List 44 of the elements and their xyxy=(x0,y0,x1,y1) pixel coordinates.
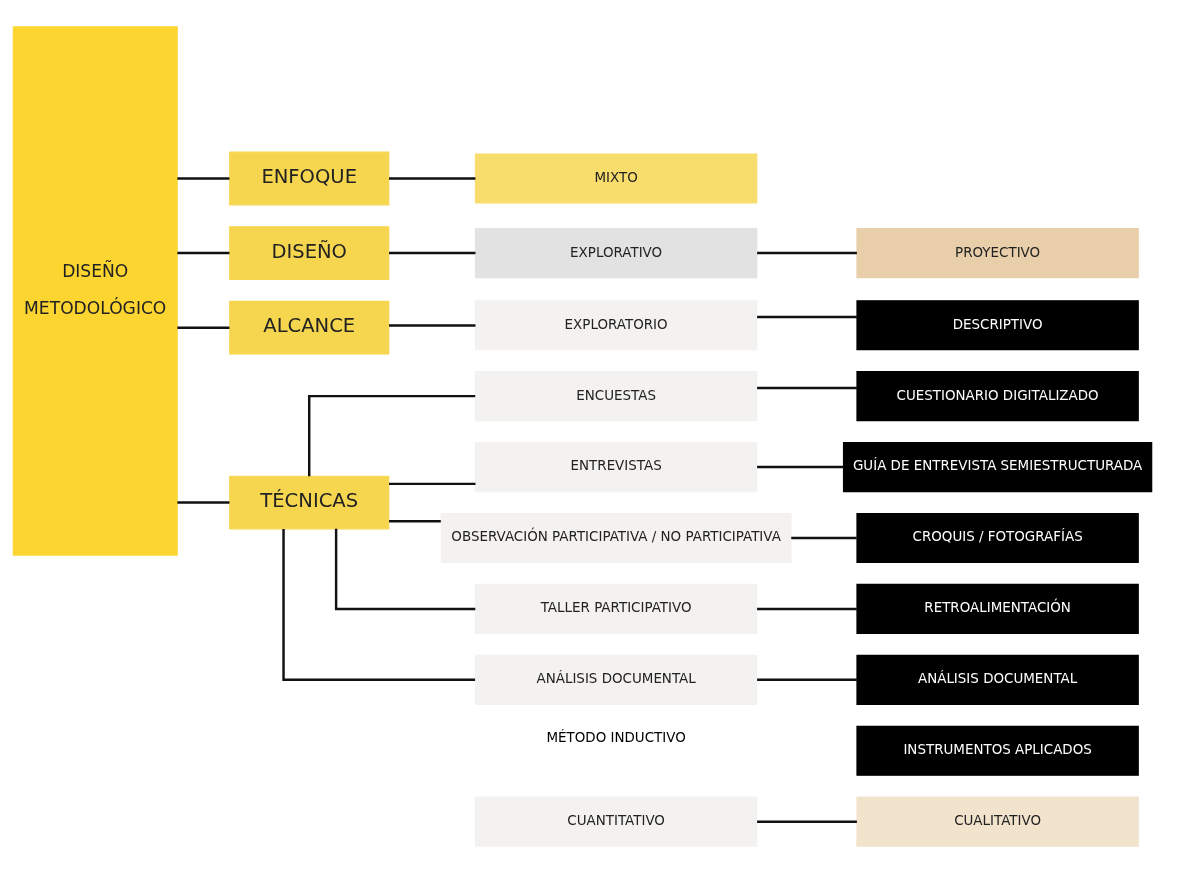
connector xyxy=(791,536,857,540)
connector xyxy=(177,501,230,504)
connector xyxy=(177,326,230,329)
connector xyxy=(757,251,857,255)
node-box: CUALITATIVO xyxy=(856,796,1139,847)
node-box: ENCUESTAS xyxy=(474,371,758,422)
connector xyxy=(389,177,476,180)
node-box: ENTREVISTAS xyxy=(474,442,758,493)
connector xyxy=(757,315,857,319)
connector xyxy=(757,820,857,823)
node-box: INSTRUMENTOS APLICADOS xyxy=(856,725,1139,776)
node-box: DISEÑO METODOLÓGICO xyxy=(12,26,178,556)
connector xyxy=(389,482,476,486)
label: MÉTODO INDUCTIVO xyxy=(546,729,686,745)
connector xyxy=(177,251,230,255)
node-box: DESCRIPTIVO xyxy=(856,300,1139,351)
node-box: ANÁLISIS DOCUMENTAL xyxy=(856,654,1139,705)
node-box: CROQUIS / FOTOGRAFÍAS xyxy=(856,512,1139,564)
connector xyxy=(389,251,476,255)
node-box: PROYECTIVO xyxy=(856,228,1139,279)
node-box: EXPLORATIVO xyxy=(474,228,758,279)
node-box: ENFOQUE xyxy=(229,151,390,206)
connector xyxy=(757,386,857,390)
node-box: OBSERVACIÓN PARTICIPATIVA / NO PARTICIPATIVA xyxy=(440,512,792,564)
node-box: ANÁLISIS DOCUMENTAL xyxy=(474,654,758,705)
node-box: MIXTO xyxy=(474,153,758,204)
node-box: EXPLORATORIO xyxy=(474,300,758,351)
connector xyxy=(177,177,230,180)
connector xyxy=(389,324,476,327)
node-box: GUÍA DE ENTREVISTA SEMIESTRUCTURADA xyxy=(842,442,1153,493)
connector xyxy=(282,529,476,682)
node-box: CUESTIONARIO DIGITALIZADO xyxy=(856,371,1139,422)
node-box: RETROALIMENTACIÓN xyxy=(856,583,1139,634)
node-box: TALLER PARTICIPATIVO xyxy=(474,583,758,634)
node-box: CUANTITATIVO xyxy=(474,796,758,847)
connector xyxy=(757,678,857,682)
node-box: TÉCNICAS xyxy=(229,475,390,530)
node-box: ALCANCE xyxy=(229,300,390,355)
connector xyxy=(308,394,476,477)
connector xyxy=(334,528,476,611)
connector xyxy=(389,519,441,523)
connector xyxy=(757,607,857,611)
node-box: DISEÑO xyxy=(229,226,390,280)
connector xyxy=(757,465,844,469)
